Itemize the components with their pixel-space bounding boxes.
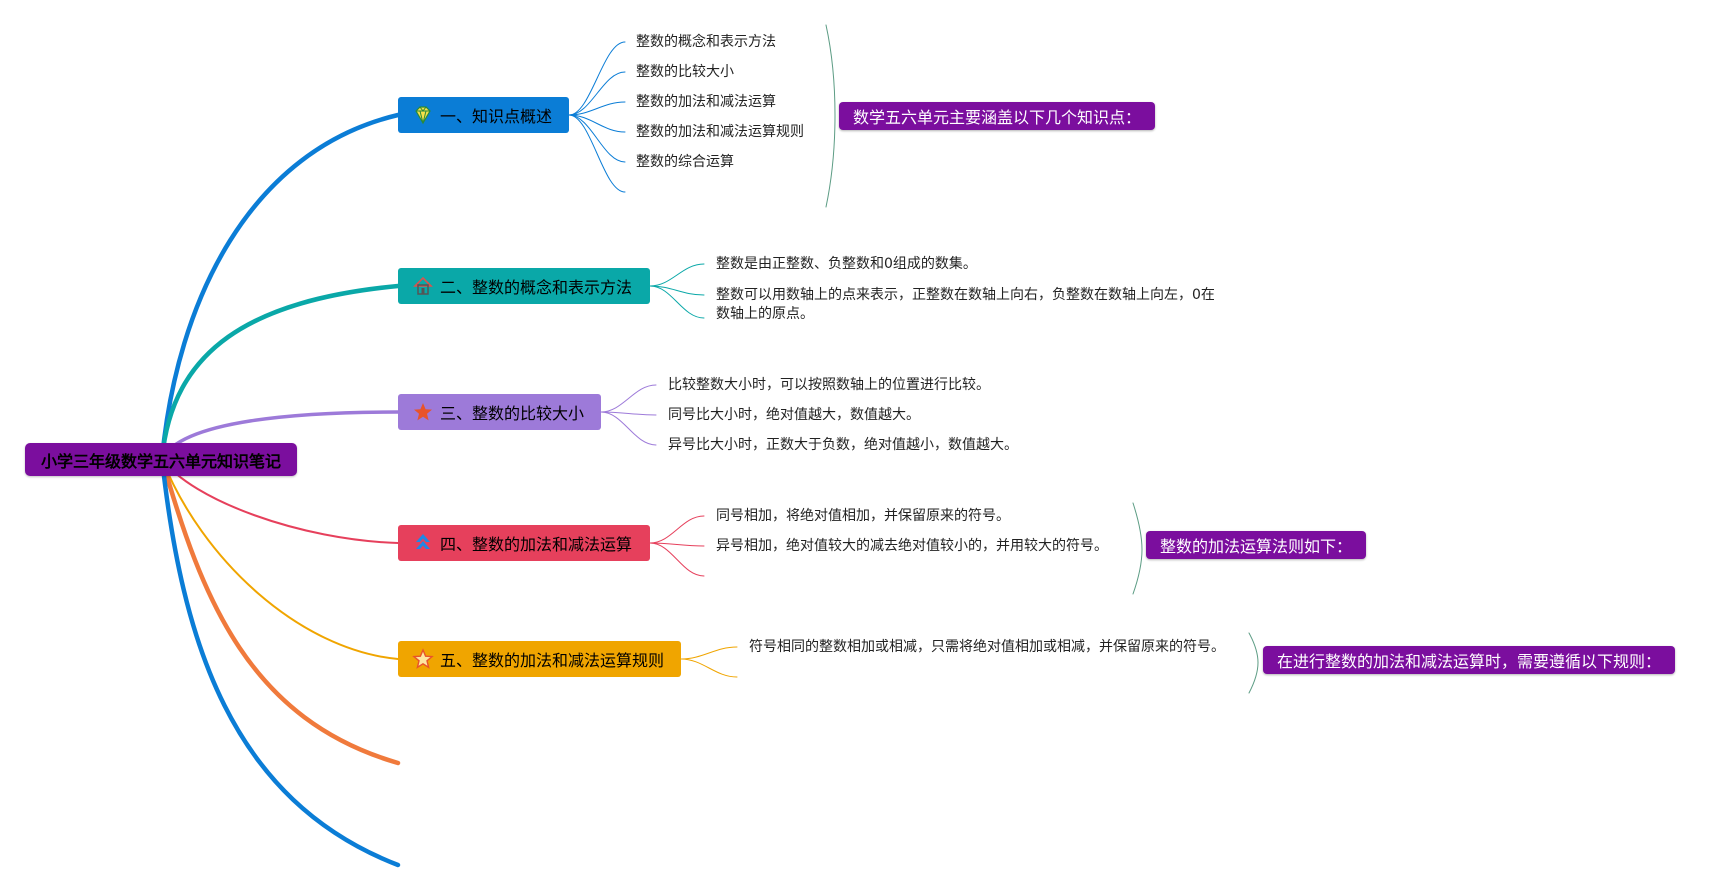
- branch-topic-concept[interactable]: 二、整数的概念和表示方法: [398, 268, 650, 304]
- leaf-topic[interactable]: 整数的概念和表示方法: [636, 34, 776, 50]
- branch-label: 五、整数的加法和减法运算规则: [440, 651, 665, 670]
- summary-overview[interactable]: 数学五六单元主要涵盖以下几个知识点：: [839, 102, 1156, 130]
- connector-leaf: [568, 114, 626, 163]
- branch-topic-add-subtract[interactable]: 四、整数的加法和减法运算: [398, 525, 650, 561]
- connector-leaf: [649, 515, 705, 544]
- chevrons-up-icon: [412, 532, 434, 554]
- connector-leaf: [568, 71, 626, 116]
- connector-branch-6: [159, 456, 401, 766]
- branch-label: 四、整数的加法和减法运算: [440, 535, 633, 554]
- branch-label: 二、整数的概念和表示方法: [440, 278, 633, 297]
- branch-topic-rules[interactable]: 五、整数的加法和减法运算规则: [398, 641, 681, 677]
- summary-label: 数学五六单元主要涵盖以下几个知识点：: [853, 108, 1142, 127]
- branch-topic-compare[interactable]: 三、整数的比较大小: [398, 394, 601, 430]
- leaf-topic[interactable]: 整数是由正整数、负整数和0组成的数集。: [716, 256, 977, 272]
- connector-leaf: [600, 411, 657, 416]
- connector-leaf: [568, 114, 626, 193]
- connector-branch-5: [161, 458, 399, 660]
- leaf-topic[interactable]: 整数可以用数轴上的点来表示，正整数在数轴上向右，负整数在数轴上向左，0在: [716, 287, 1215, 303]
- summary-brace: [1248, 632, 1259, 694]
- leaf-topic[interactable]: 整数的加法和减法运算规则: [636, 124, 804, 140]
- connector-leaf: [680, 658, 738, 678]
- connector-leaf: [649, 542, 705, 547]
- connector-leaf: [568, 114, 626, 133]
- star-outline-icon: [412, 648, 434, 670]
- leaf-topic[interactable]: 同号相加，将绝对值相加，并保留原来的符号。: [716, 508, 1010, 524]
- summary-add-rule[interactable]: 整数的加法运算法则如下：: [1146, 531, 1367, 559]
- connector-branch-7: [159, 456, 401, 868]
- leaf-topic[interactable]: 同号比大小时，绝对值越大，数值越大。: [668, 407, 920, 423]
- summary-brace: [1132, 502, 1143, 595]
- leaf-topic[interactable]: 异号比大小时，正数大于负数，绝对值越小，数值越大。: [668, 437, 1018, 453]
- connector-leaf: [649, 263, 705, 287]
- diamond-icon: [412, 104, 434, 126]
- summary-label: 整数的加法运算法则如下：: [1160, 537, 1353, 556]
- summary-label: 在进行整数的加法和减法运算时，需要遵循以下规则：: [1277, 652, 1662, 671]
- branch-label: 三、整数的比较大小: [440, 404, 585, 423]
- root-topic[interactable]: 小学三年级数学五六单元知识笔记: [25, 443, 297, 476]
- root-topic-label: 小学三年级数学五六单元知识笔记: [40, 451, 281, 471]
- connector-leaf: [680, 646, 738, 660]
- connector-leaf: [649, 285, 705, 319]
- connector-branch-1: [159, 112, 401, 462]
- connector-leaf: [568, 41, 626, 116]
- connector-leaf: [568, 101, 626, 116]
- leaf-topic[interactable]: 整数的加法和减法运算: [636, 94, 776, 110]
- leaf-topic[interactable]: 数轴上的原点。: [716, 306, 814, 322]
- summary-brace: [825, 24, 836, 208]
- summary-operation-rules[interactable]: 在进行整数的加法和减法运算时，需要遵循以下规则：: [1263, 646, 1676, 674]
- connector-leaf: [649, 542, 705, 577]
- connector-leaf: [600, 411, 657, 446]
- leaf-topic[interactable]: 比较整数大小时，可以按照数轴上的位置进行比较。: [668, 377, 990, 393]
- connector-leaf: [600, 384, 657, 413]
- leaf-topic[interactable]: 整数的综合运算: [636, 154, 734, 170]
- leaf-topic[interactable]: 异号相加，绝对值较大的减去绝对值较小的，并用较大的符号。: [716, 538, 1108, 554]
- branch-label: 一、知识点概述: [440, 107, 553, 126]
- leaf-topic[interactable]: 整数的比较大小: [636, 64, 734, 80]
- branch-topic-overview[interactable]: 一、知识点概述: [398, 97, 569, 133]
- house-icon: [412, 275, 434, 297]
- connector-branch-2: [159, 283, 401, 462]
- leaf-topic[interactable]: 符号相同的整数相加或相减，只需将绝对值相加或相减，并保留原来的符号。: [749, 639, 1225, 655]
- star-filled-icon: [412, 401, 434, 423]
